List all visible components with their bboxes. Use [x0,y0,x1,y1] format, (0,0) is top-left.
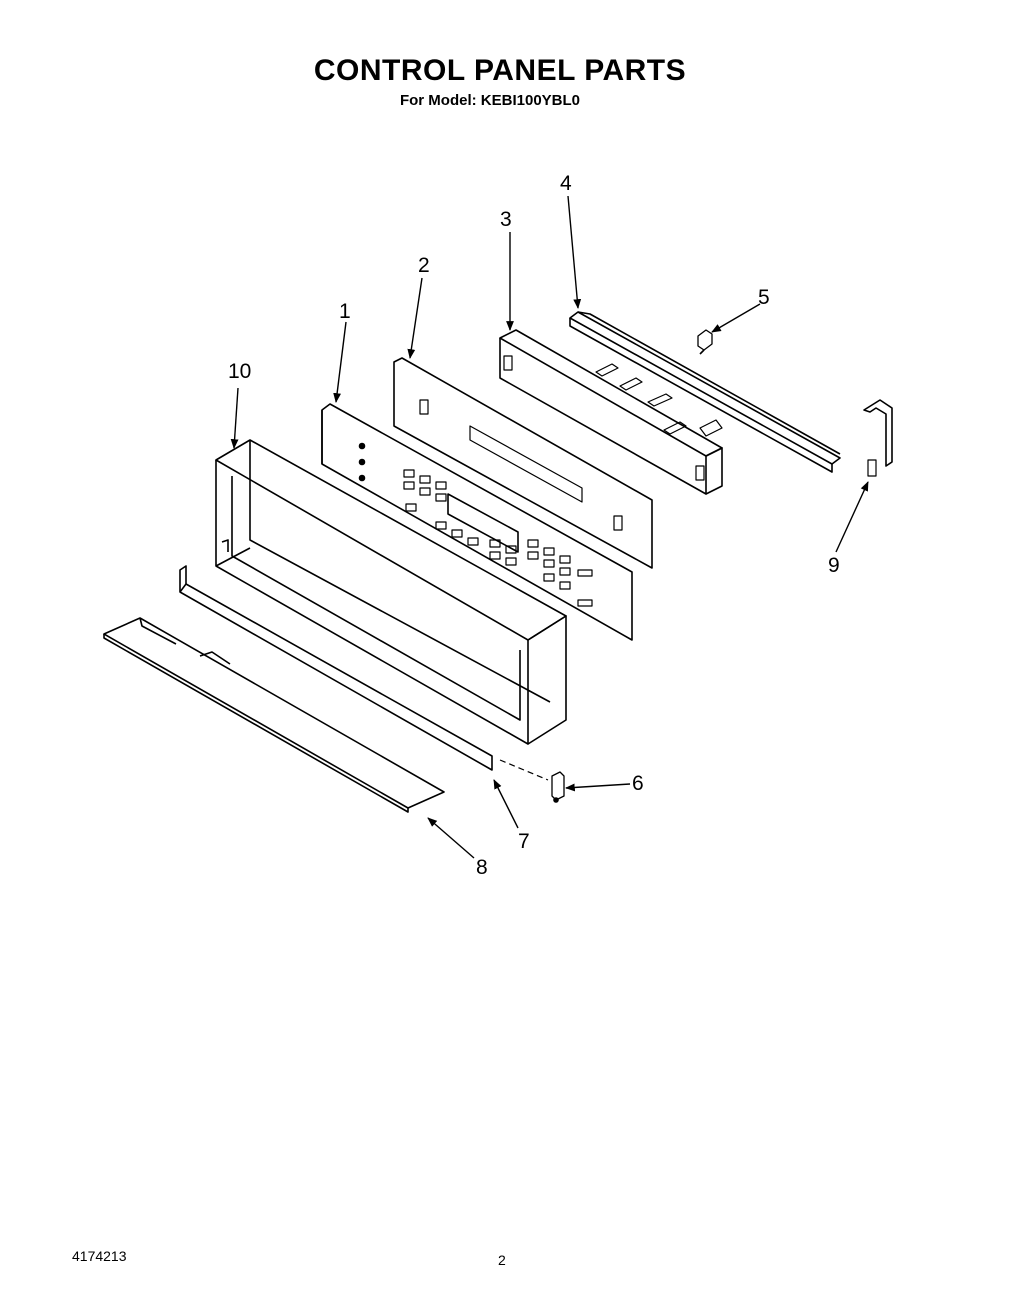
part-2-backing-panel [393,357,653,569]
part-1-control-overlay [321,403,633,641]
callout-6: 6 [632,772,644,795]
model-line: For Model: KEBI100YBL0 [0,92,980,109]
callout-5: 5 [758,286,770,309]
callout-4: 4 [560,172,572,195]
part-3-control-board [499,329,723,495]
part-6-clip [551,771,565,803]
callout-1: 1 [339,300,351,323]
part-4-bracket-rail [569,311,841,473]
model-label: For Model: [399,92,477,109]
callout-10: 10 [228,360,251,383]
callout-7: 7 [518,830,530,853]
part-7-trim-strip [179,565,493,771]
callout-8: 8 [476,856,488,879]
part-8-bottom-panel [103,617,445,813]
part-10-frame [215,439,567,745]
document-number: 4174213 [72,1248,127,1264]
callout-9: 9 [828,554,840,577]
leader-arrows [230,195,869,859]
part-9-bent-bracket [863,399,893,477]
page-number: 2 [498,1252,506,1268]
callout-3: 3 [500,208,512,231]
part-5-clip [697,329,713,355]
model-number: KEBI100YBL0 [480,92,581,109]
callout-2: 2 [418,254,430,277]
page-title: CONTROL PANEL PARTS [313,54,687,87]
